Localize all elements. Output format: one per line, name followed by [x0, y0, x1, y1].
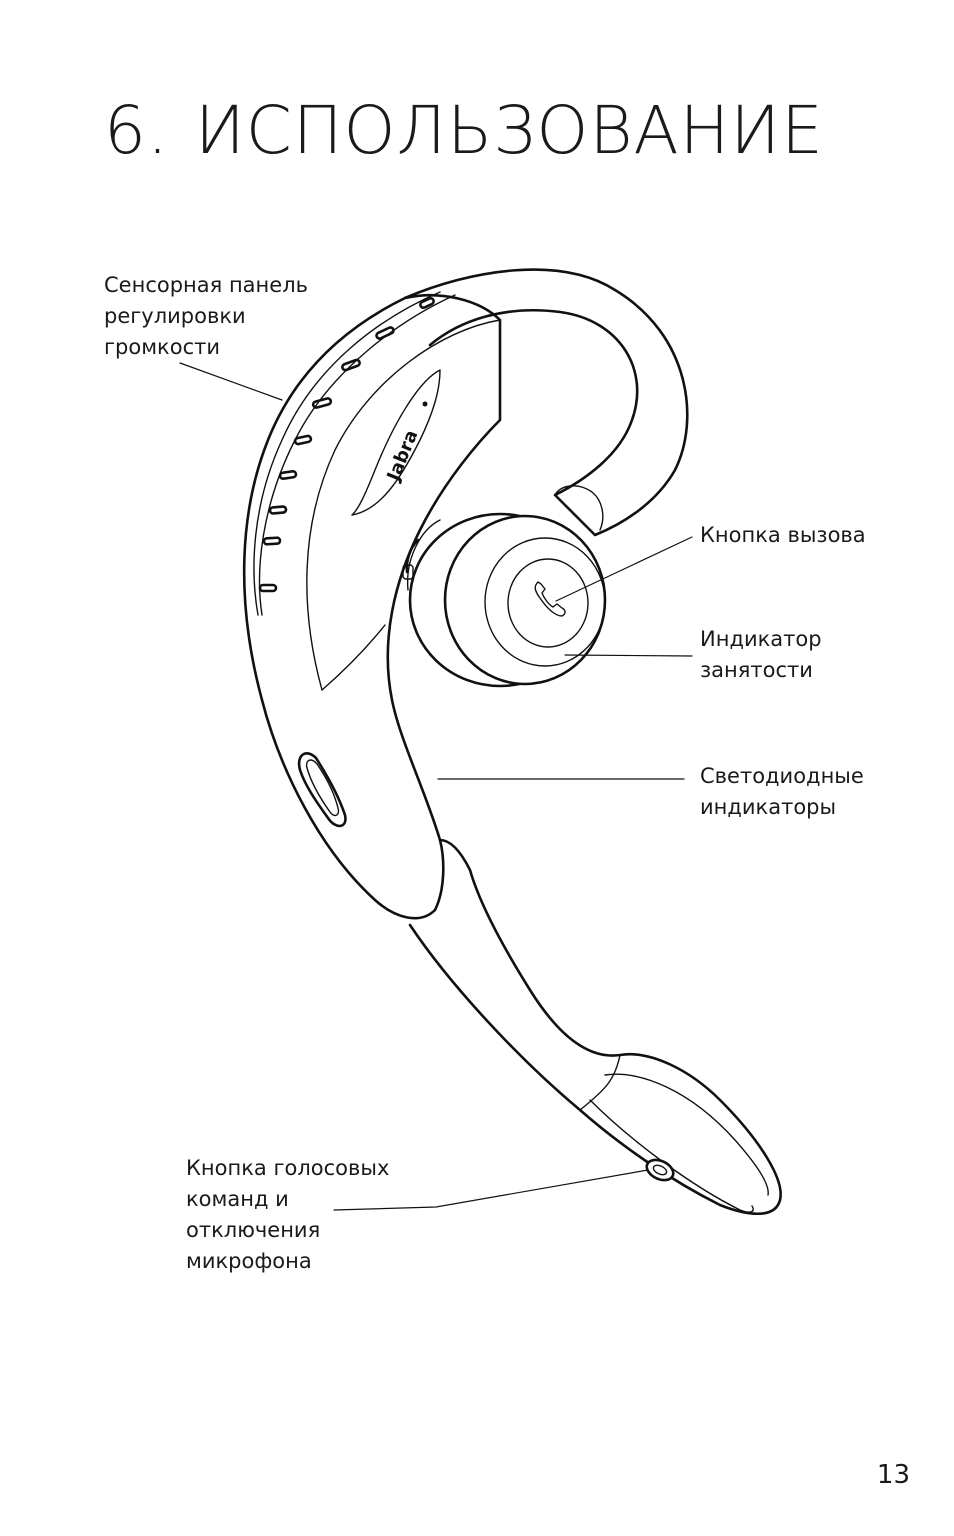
section-number: 6.: [104, 92, 169, 169]
jabra-logo: Jabra: [382, 427, 422, 486]
volume-marks: [258, 297, 435, 593]
callout-led-indicators: Светодиодные индикаторы: [700, 764, 864, 819]
callout-voice-mute-button: Кнопка голосовых команд и отключения мик…: [186, 1156, 390, 1273]
callout-volume-panel: Сенсорная панель регулировки громкости: [104, 273, 308, 359]
callout-busy-indicator: Индикатор занятости: [700, 627, 822, 682]
leader-busy-indicator: [564, 654, 693, 657]
call-button: [507, 558, 589, 648]
phone-icon: [534, 581, 566, 617]
leader-call-button: [555, 536, 693, 602]
leader-voice-mute-button: [333, 1169, 649, 1211]
page-title: 6.ИСПОЛЬЗОВАНИЕ: [104, 98, 824, 164]
section-title: ИСПОЛЬЗОВАНИЕ: [194, 92, 824, 169]
headset-body: [242, 294, 502, 920]
boom-arm: [408, 838, 782, 1215]
callout-call-button: Кнопка вызова: [700, 523, 866, 547]
leader-volume-panel: [179, 362, 283, 401]
ear-hook: [403, 268, 689, 537]
page-number: 13: [876, 1460, 910, 1490]
led-window: [297, 752, 347, 828]
voice-mute-button: [645, 1158, 675, 1182]
